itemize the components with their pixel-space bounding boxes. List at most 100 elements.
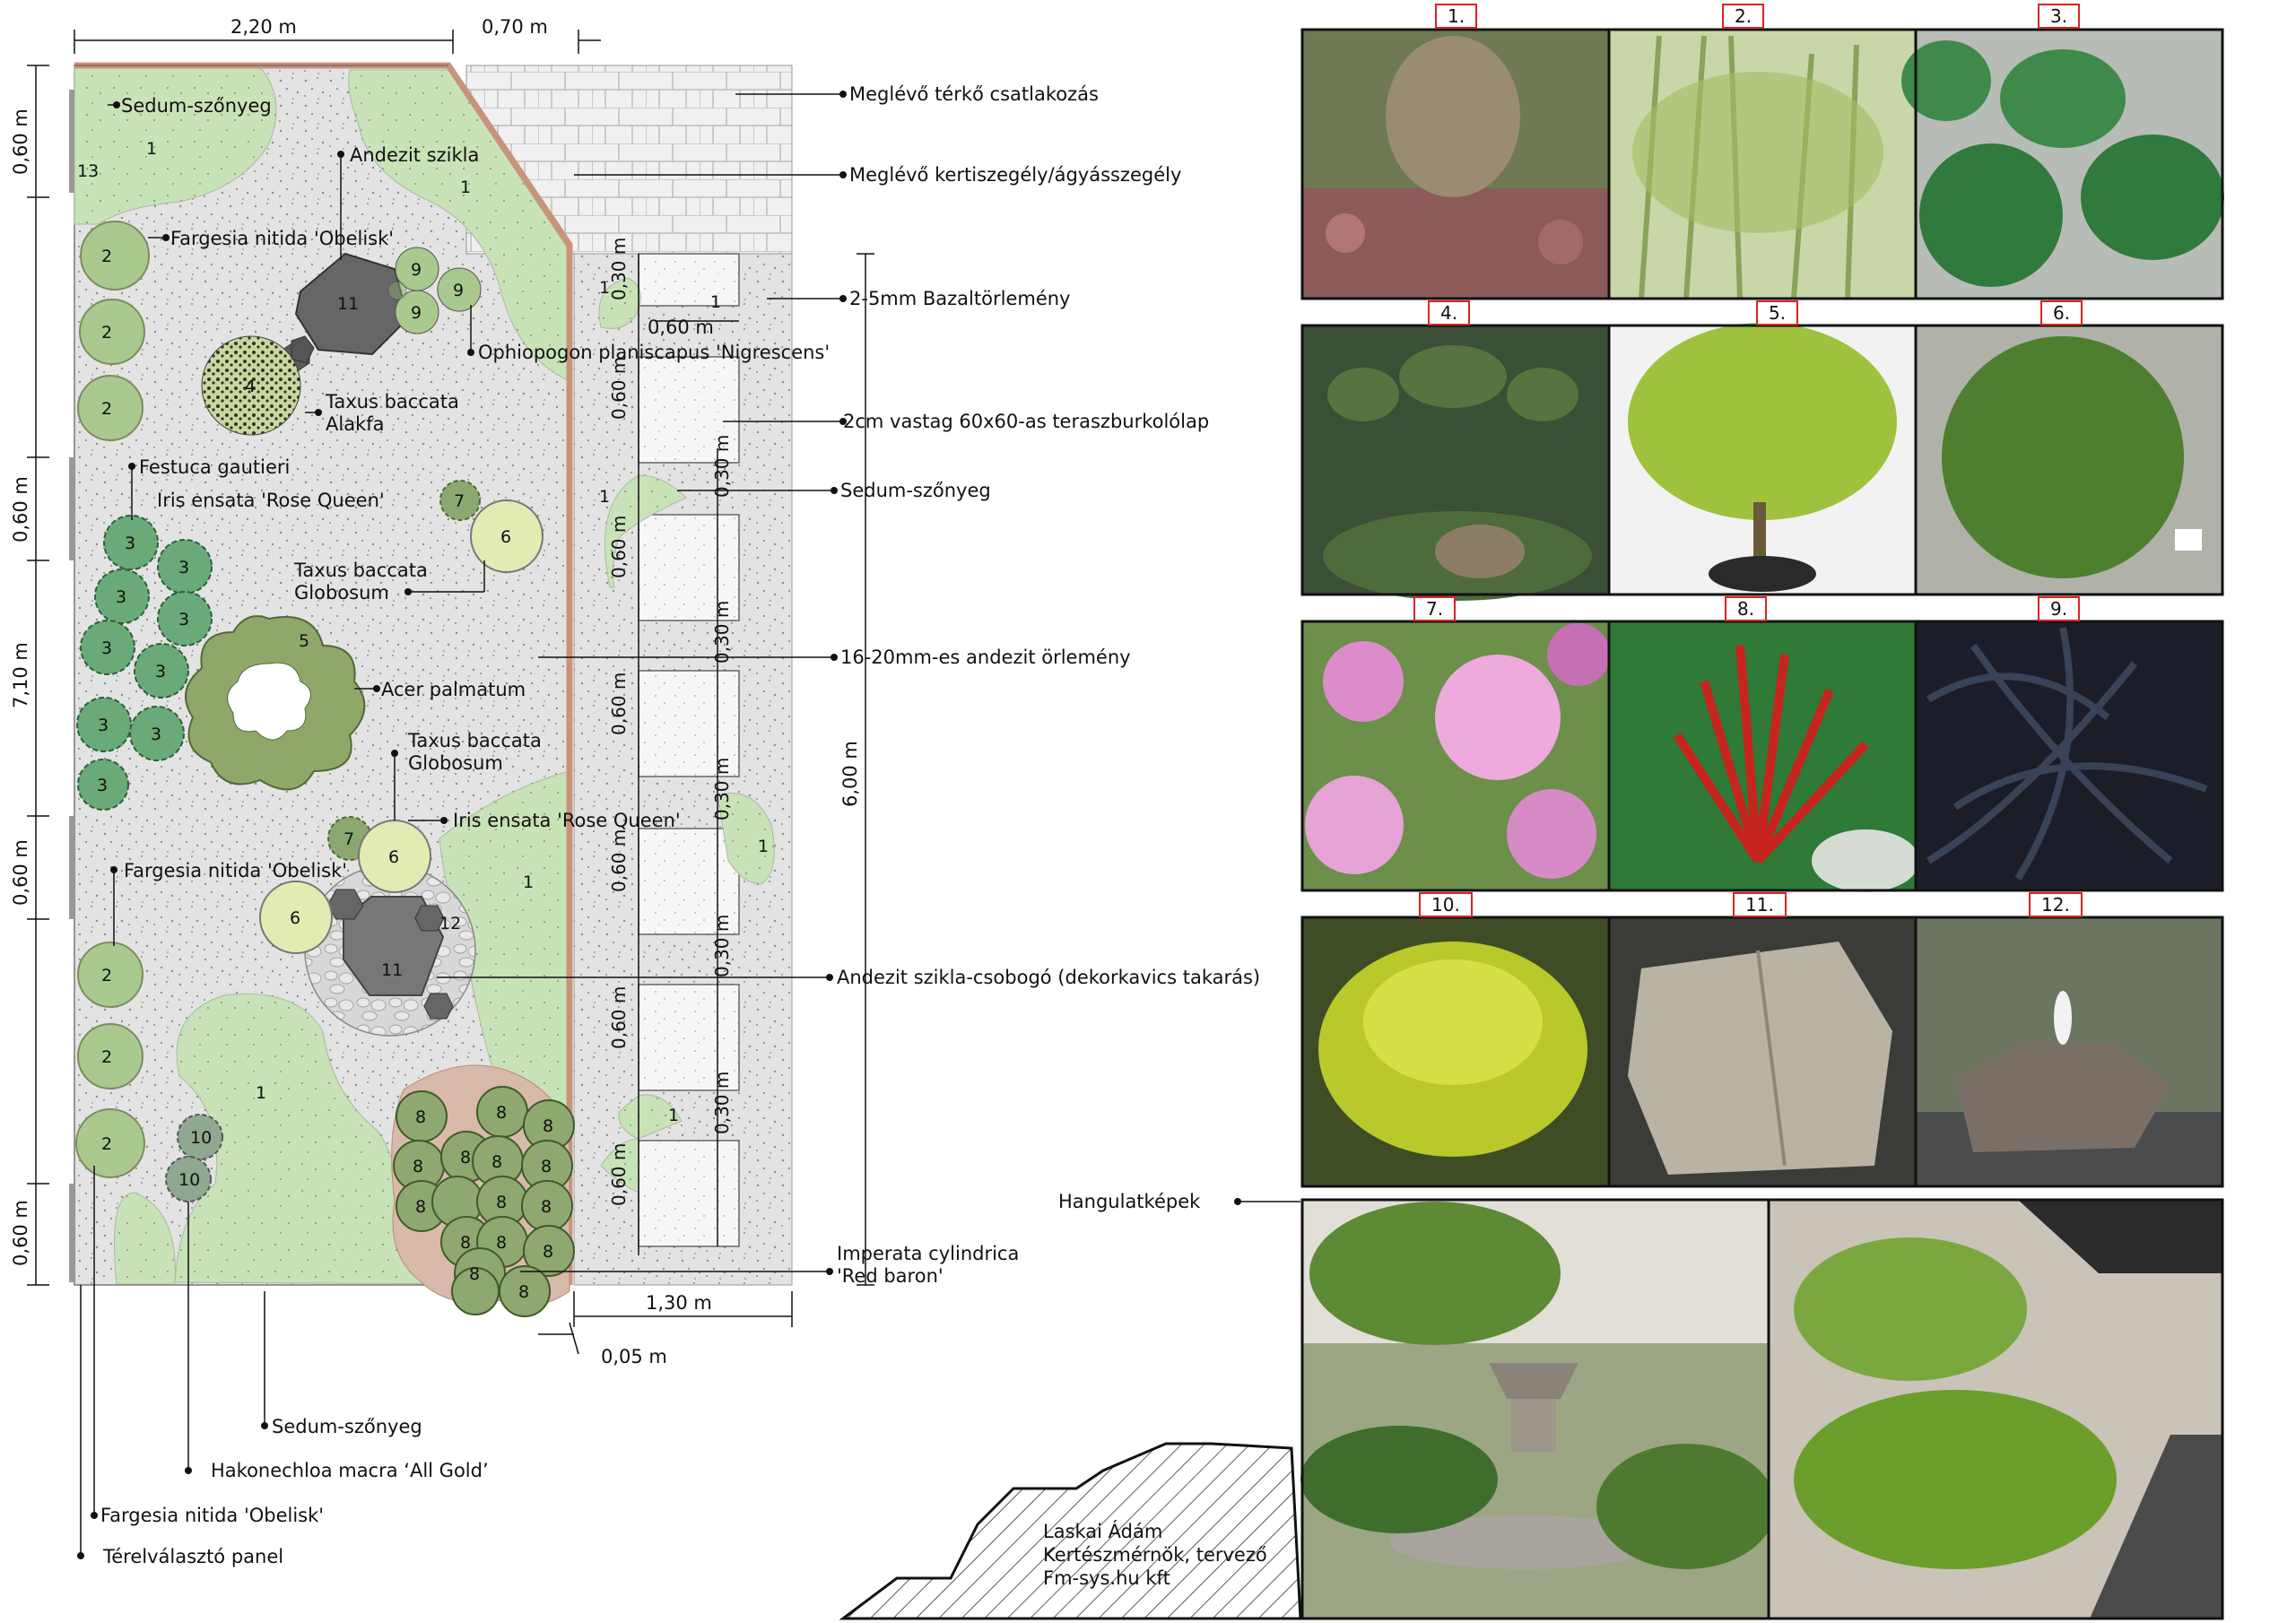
photo-number-7: 7. bbox=[1413, 596, 1457, 621]
label-taxus-alakfa-1: Taxus baccata bbox=[325, 391, 459, 412]
author-block: Laskai Ádám Kertészmérnök, tervező Fm-sy… bbox=[1043, 1520, 1267, 1590]
label-terko: Meglévő térkő csatlakozás bbox=[849, 83, 1099, 105]
photo-1-sedum bbox=[1302, 30, 1609, 299]
svg-text:1: 1 bbox=[523, 872, 534, 892]
label-fargesia-2: Fargesia nitida 'Obelisk' bbox=[124, 860, 347, 881]
label-imperata-1: Imperata cylindrica bbox=[837, 1243, 1019, 1264]
svg-text:8: 8 bbox=[469, 1264, 480, 1284]
label-sedum-top: Sedum-szőnyeg bbox=[121, 95, 272, 117]
svg-text:0,60 m: 0,60 m bbox=[10, 839, 31, 906]
photo-number-5: 5. bbox=[1756, 300, 1799, 325]
label-taxus-glob-1b: Globosum bbox=[294, 582, 389, 603]
leader-dots bbox=[77, 91, 1241, 1559]
acer-palmatum bbox=[185, 615, 366, 791]
svg-text:0,30 m: 0,30 m bbox=[608, 238, 630, 300]
svg-text:7: 7 bbox=[454, 491, 465, 511]
photo-6-taxus-globosum bbox=[1916, 325, 2222, 595]
label-bazalt: 2-5mm Bazaltörlemény bbox=[849, 288, 1070, 309]
svg-text:5: 5 bbox=[299, 631, 309, 651]
photo-3-festuca bbox=[1901, 30, 2224, 299]
photo-number-3: 3. bbox=[2038, 4, 2081, 29]
svg-text:1: 1 bbox=[599, 278, 610, 298]
right-labels: Meglévő térkő csatlakozás Meglévő kertis… bbox=[837, 83, 1260, 1287]
dimension-texts: 2,20 m 0,70 m 0,60 m 0,60 m 7,10 m 0,60 … bbox=[10, 16, 861, 1367]
plan-labels: Sedum-szőnyeg Andezit szikla Fargesia ni… bbox=[121, 95, 830, 881]
photo-number-2: 2. bbox=[1722, 4, 1765, 29]
photo-frames bbox=[1300, 28, 2224, 1620]
bottom-labels: Sedum-szőnyeg Hakonechloa macra ‘All Gol… bbox=[100, 1191, 1201, 1567]
svg-text:0,60 m: 0,60 m bbox=[608, 986, 630, 1049]
path-sedum-patches bbox=[598, 277, 775, 1193]
photo-9-ophiopogon bbox=[1916, 621, 2222, 890]
svg-text:1: 1 bbox=[256, 1083, 266, 1103]
svg-text:2: 2 bbox=[101, 399, 112, 419]
svg-text:0,60 m: 0,60 m bbox=[10, 1200, 31, 1266]
svg-text:1: 1 bbox=[146, 139, 157, 159]
taxus-topiary bbox=[201, 335, 315, 436]
svg-text:0,60 m: 0,60 m bbox=[648, 317, 714, 338]
svg-text:7,10 m: 7,10 m bbox=[10, 642, 31, 708]
festuca-group bbox=[76, 515, 213, 811]
svg-text:0,60 m: 0,60 m bbox=[10, 476, 31, 542]
svg-text:6: 6 bbox=[388, 847, 399, 867]
svg-text:3: 3 bbox=[151, 725, 161, 744]
svg-text:0,60 m: 0,60 m bbox=[608, 357, 630, 420]
svg-text:0,30 m: 0,30 m bbox=[711, 435, 733, 498]
label-csobogo: Andezit szikla-csobogó (dekorkavics taka… bbox=[837, 967, 1260, 988]
svg-text:11: 11 bbox=[337, 294, 359, 314]
path-slabs bbox=[638, 253, 740, 1247]
photo-8-imperata bbox=[1609, 621, 1919, 892]
svg-text:0,30 m: 0,30 m bbox=[711, 1072, 733, 1134]
svg-text:6: 6 bbox=[290, 908, 300, 928]
photo-number-6: 6. bbox=[2040, 300, 2083, 325]
author-name: Laskai Ádám bbox=[1043, 1521, 1163, 1542]
svg-text:8: 8 bbox=[541, 1197, 552, 1217]
svg-text:8: 8 bbox=[543, 1242, 553, 1262]
label-iris-1: Iris ensata 'Rose Queen' bbox=[157, 490, 385, 511]
svg-text:0,30 m: 0,30 m bbox=[711, 758, 733, 820]
photo-5-acer bbox=[1609, 323, 1916, 595]
label-panel: Térelválasztó panel bbox=[102, 1546, 283, 1567]
photo-number-10: 10. bbox=[1419, 892, 1473, 917]
svg-text:1,30 m: 1,30 m bbox=[646, 1292, 712, 1314]
svg-text:0,60 m: 0,60 m bbox=[608, 1143, 630, 1206]
svg-text:3: 3 bbox=[178, 558, 189, 577]
svg-text:1: 1 bbox=[710, 292, 721, 312]
svg-text:3: 3 bbox=[101, 638, 112, 658]
photo-11-andesite-rock bbox=[1609, 917, 1916, 1186]
label-hakonechloa: Hakonechloa macra ‘All Gold’ bbox=[211, 1460, 489, 1481]
label-ophiopogon: Ophiopogon planiscapus 'Nigrescens' bbox=[478, 342, 830, 363]
mood-photo-1 bbox=[1300, 1200, 1776, 1619]
label-festuca: Festuca gautieri bbox=[139, 456, 290, 478]
svg-text:3: 3 bbox=[178, 610, 189, 629]
svg-text:7: 7 bbox=[344, 829, 354, 849]
svg-text:6,00 m: 6,00 m bbox=[839, 741, 861, 807]
label-taxus-glob-1a: Taxus baccata bbox=[293, 560, 428, 581]
photo-7-iris bbox=[1302, 621, 1610, 890]
svg-text:8: 8 bbox=[413, 1157, 423, 1176]
svg-text:0,30 m: 0,30 m bbox=[711, 601, 733, 664]
label-iris-2: Iris ensata 'Rose Queen' bbox=[453, 810, 681, 831]
photo-number-4: 4. bbox=[1428, 300, 1471, 325]
svg-text:2: 2 bbox=[101, 323, 112, 343]
svg-text:2: 2 bbox=[101, 1047, 112, 1067]
svg-text:4: 4 bbox=[245, 377, 256, 396]
svg-text:1: 1 bbox=[460, 178, 471, 197]
svg-text:3: 3 bbox=[125, 534, 135, 553]
svg-text:6: 6 bbox=[500, 527, 511, 547]
svg-text:0,30 m: 0,30 m bbox=[711, 915, 733, 977]
label-andezit-orl: 16-20mm-es andezit örlemény bbox=[840, 647, 1131, 668]
label-taxus-glob-2a: Taxus baccata bbox=[407, 730, 542, 751]
svg-text:8: 8 bbox=[518, 1282, 529, 1302]
svg-text:10: 10 bbox=[178, 1170, 200, 1190]
svg-text:1: 1 bbox=[668, 1106, 679, 1125]
svg-text:9: 9 bbox=[453, 281, 464, 300]
title-block-hatch bbox=[839, 1442, 1302, 1620]
svg-text:9: 9 bbox=[411, 303, 422, 323]
author-title: Kertészmérnök, tervező bbox=[1043, 1544, 1267, 1566]
svg-text:3: 3 bbox=[97, 776, 108, 795]
label-sedum-bottom: Sedum-szőnyeg bbox=[272, 1416, 422, 1437]
photo-number-11: 11. bbox=[1733, 892, 1787, 917]
svg-text:2: 2 bbox=[101, 966, 112, 985]
